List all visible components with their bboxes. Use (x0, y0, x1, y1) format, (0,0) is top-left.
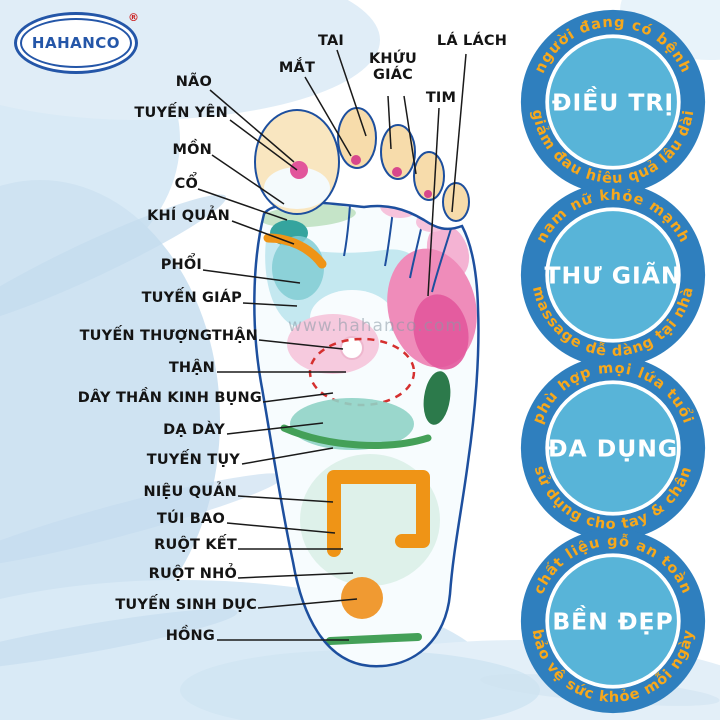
pituitary-dot (290, 161, 308, 179)
foot-label-left-8: THẬN (168, 360, 215, 376)
toe-base-pad-1 (336, 202, 384, 206)
reflex-zones (260, 202, 477, 645)
foot-label-left-5: PHỔI (160, 257, 202, 273)
toe-4 (413, 151, 445, 201)
badge-center-text: ĐA DỤNG (548, 434, 678, 462)
toe-dot-2 (351, 155, 361, 165)
zone-adrenal-dot (340, 336, 364, 360)
zone-green-oval (423, 371, 451, 425)
foot-label-left-16: TUYẾN SINH DỤC (115, 597, 257, 613)
foot-label-left-9: DÂY THẦN KINH BỤNG (77, 390, 262, 406)
zone-colon-orange (327, 470, 430, 557)
foot-label-left-11: TUYẾN TỤY (146, 452, 240, 468)
badge-inner (545, 34, 681, 170)
foot-label-top-tim: TIM (425, 90, 457, 106)
brand-logo-text: HAHANCO (31, 34, 121, 52)
foot-label-left-4: KHÍ QUẢN (147, 208, 230, 224)
foot-label-top-la-lach: LÁ LÁCH (436, 33, 508, 49)
toe-dot-3 (392, 167, 402, 177)
foot-label-left-15: RUỘT NHỎ (148, 566, 237, 582)
toe-5 (442, 182, 470, 222)
badge-thu-gian: nam nữ khỏe mạnh massage dễ dàng tại nhà… (519, 181, 707, 369)
foot-label-left-12: NIỆU QUẢN (143, 484, 237, 500)
zone-trachea (263, 233, 327, 269)
foot-label-left-13: TÚI BAO (156, 511, 225, 527)
foot-label-left-10: DẠ DÀY (163, 422, 225, 438)
foot-label-left-3: CỔ (174, 176, 198, 192)
registered-mark: ® (128, 11, 139, 24)
foot-label-top-khuu-giac: KHỨU GIÁC (368, 51, 418, 83)
toe-dot-4 (424, 190, 432, 198)
badge-inner (545, 553, 681, 689)
zone-heart (413, 294, 469, 370)
foot-label-left-2: MỒN (172, 142, 212, 158)
foot-label-top-tai: TAI (318, 33, 344, 49)
badge-inner (545, 380, 681, 516)
toe-3 (380, 124, 416, 180)
badge-dieu-tri: người đang có bệnh giảm đau hiệu quả lâu… (519, 8, 707, 196)
badge-center-text: ĐIỀU TRỊ (552, 85, 674, 116)
foot-label-left-6: TUYẾN GIÁP (141, 290, 242, 306)
badge-inner (545, 207, 681, 343)
foot-label-left-1: TUYẾN YÊN (134, 105, 228, 121)
zone-transverse-band (280, 424, 432, 449)
badge-da-dung: phù hợp mọi lứa tuổi sử dụng cho tay & c… (519, 354, 707, 542)
watermark: www.hahanco.com (288, 316, 463, 336)
connector-lines (197, 49, 467, 641)
foot-label-left-7: TUYẾN THƯỢNGTHẬN (79, 328, 258, 344)
foot-label-left-0: NÃO (175, 74, 212, 90)
badge-center-text: BỀN ĐẸP (552, 604, 673, 635)
foot-label-top-mat: MẮT (278, 60, 316, 76)
toes (254, 107, 470, 222)
brand-logo: HAHANCO ® (14, 11, 139, 74)
brand-logo-ring: HAHANCO (20, 18, 132, 68)
badge-ben-dep: chất liệu gỗ an toàn bảo vệ sức khỏe mỗi… (519, 527, 707, 715)
badge-center-text: THƯ GIÃN (545, 261, 682, 289)
zone-gonad-circle (341, 577, 383, 619)
foot-label-left-14: RUỘT KẾT (154, 537, 237, 553)
foot-outline (253, 201, 480, 668)
foot-label-left-17: HỒNG (165, 628, 215, 644)
